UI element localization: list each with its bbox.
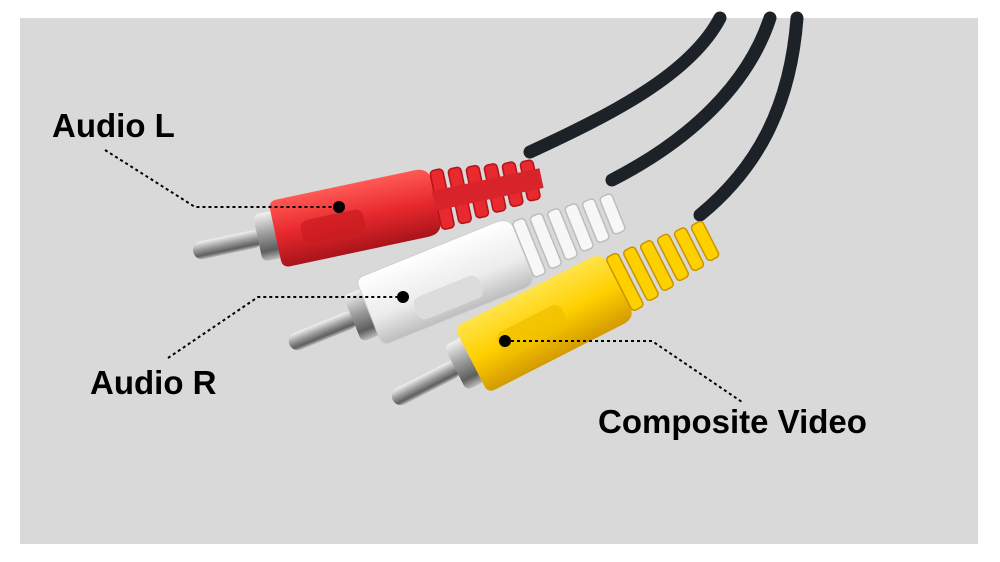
cable-audio-left	[523, 11, 727, 159]
audio-left-pin	[193, 230, 262, 260]
audio-right-grip	[413, 275, 483, 320]
composite-video-grip	[496, 305, 568, 356]
label-audio-left: Audio L	[52, 107, 175, 144]
audio-right-pin	[288, 311, 357, 351]
composite-video-pin	[391, 361, 460, 406]
cables	[523, 11, 804, 222]
leader-line-audio-right	[167, 296, 400, 359]
leader-line-video	[505, 340, 743, 403]
audio-left-plug	[193, 159, 544, 267]
composite-video-strain-relief	[606, 220, 720, 311]
label-composite-video: Composite Video	[598, 403, 867, 440]
leader-dots	[333, 201, 511, 347]
audio-left-grip	[300, 209, 366, 244]
composite-video-plug	[391, 220, 720, 406]
leader-lines	[104, 149, 743, 403]
audio-left-strain-relief	[429, 159, 544, 230]
anchor-dot-audio-right	[397, 291, 409, 303]
audio-right-body	[357, 219, 534, 344]
anchor-dot-video	[499, 335, 511, 347]
audio-right-strain-relief	[512, 193, 626, 278]
anchor-dot-audio-left	[333, 201, 345, 213]
label-audio-right: Audio R	[90, 364, 217, 401]
cable-audio-right	[605, 11, 777, 187]
cable-video	[693, 11, 804, 222]
audio-right-plug	[288, 193, 626, 351]
